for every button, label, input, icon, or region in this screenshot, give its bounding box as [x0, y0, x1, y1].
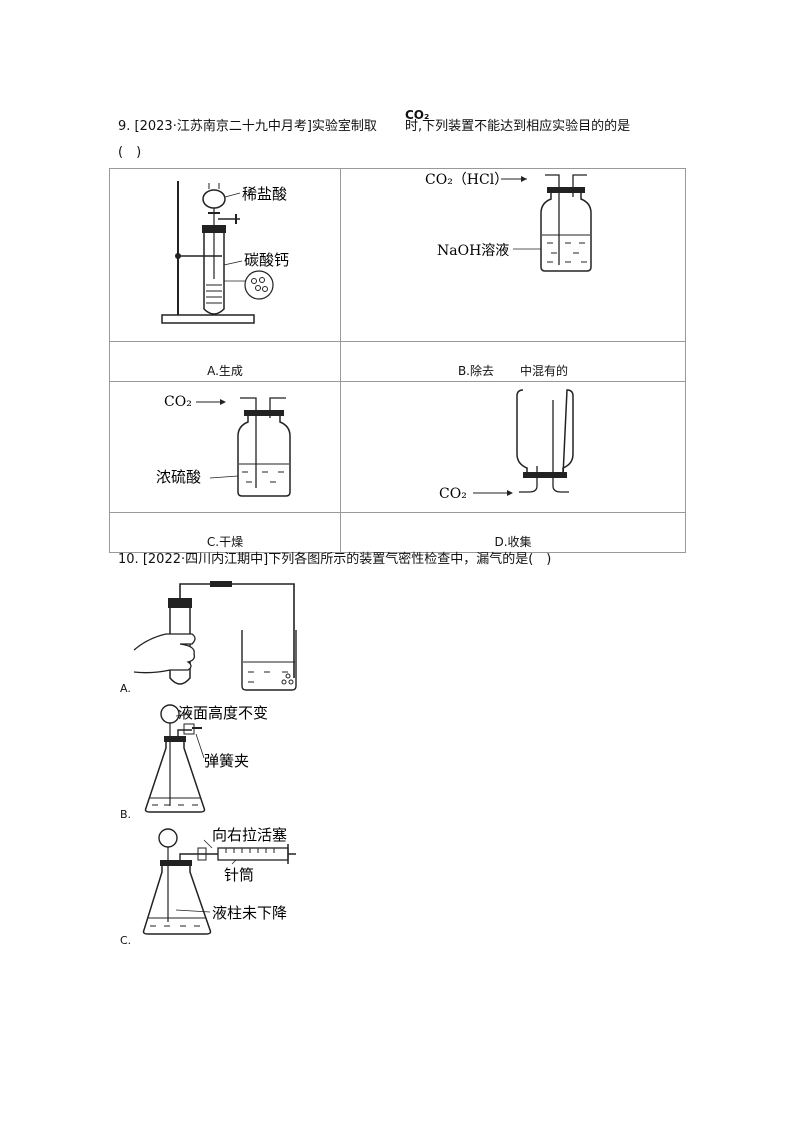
q10-stem: 10. [2022·四川内江期中]下列各图所示的装置气密性检查中，漏气的是( )	[118, 551, 551, 569]
q9-option-b-caption-cell: B.除去 中混有的	[340, 341, 686, 382]
apparatus-d-figure: CO₂	[439, 389, 574, 502]
apparatus-c-figure: CO₂ 浓硫酸	[156, 394, 291, 497]
q9-option-d-figure: CO₂	[340, 381, 686, 513]
label-column-not-drop: 液柱未下降	[212, 904, 287, 922]
apparatus-a-figure: 稀盐酸 碳酸钙	[161, 181, 289, 324]
q9-option-a-caption-cell: A.生成	[109, 341, 341, 382]
label-spring-clamp: 弹簧夹	[204, 752, 249, 770]
label-syringe: 针筒	[224, 866, 254, 884]
q9-option-a-figure: 稀盐酸 碳酸钙	[109, 168, 341, 342]
q9-stem: 9. [2023·江苏南京二十九中月考]实验室制取 时,下列装置不能达到相应实验目…	[118, 118, 630, 136]
q9-option-a-caption: A.生成	[207, 364, 243, 378]
q9-stem-before: 实验室制取	[311, 119, 377, 134]
q9-option-b-figure: CO₂（HCl） NaO	[340, 168, 686, 342]
q10-source: [2022·四川内江期中]	[142, 552, 269, 567]
q9-option-c-caption: C.干燥	[206, 535, 244, 549]
label-dilute-hcl: 稀盐酸	[242, 185, 287, 203]
q9-option-b-caption: B.除去	[457, 364, 495, 378]
q10-apparatus-a-figure	[133, 581, 297, 691]
label-pull-piston: 向右拉活塞	[212, 826, 287, 844]
q10-option-a-letter: A.	[120, 682, 131, 695]
label-level-unchanged: 液面高度不变	[178, 704, 268, 722]
q10-apparatus-c-figure: 向右拉活塞 针筒 液柱未下降	[142, 826, 296, 935]
q10-number: 10.	[118, 552, 139, 567]
q9-option-c-figure: CO₂ 浓硫酸	[109, 381, 341, 513]
q9-answer-blank: ( )	[118, 145, 142, 160]
label-conc-h2so4: 浓硫酸	[156, 468, 201, 486]
q9-stem-after: 时,下列装置不能达到相应实验目的的是	[404, 119, 631, 134]
label-calcium-carbonate: 碳酸钙	[244, 251, 289, 269]
q10-option-b-letter: B.	[120, 808, 132, 821]
q10-stem-text: 下列各图所示的装置气密性检查中，漏气的是( )	[268, 552, 552, 567]
q10-option-c-letter: C.	[120, 934, 132, 947]
q9-source: [2023·江苏南京二十九中月考]	[134, 119, 312, 134]
q9-option-c-caption-cell: C.干燥	[109, 512, 341, 553]
q9-option-d-caption: D.收集	[494, 535, 532, 549]
label-co2-d: CO₂	[439, 486, 467, 502]
q9-number: 9.	[118, 119, 131, 134]
q9-formula: CO₂	[405, 108, 430, 122]
q10-apparatus-b-figure: 液面高度不变 弹簧夹	[144, 704, 268, 813]
label-co2-hcl: CO₂（HCl）	[425, 172, 508, 188]
label-naoh: NaOH溶液	[437, 243, 509, 259]
label-co2-c: CO₂	[164, 394, 192, 410]
q9-option-d-caption-cell: D.收集	[340, 512, 686, 553]
q9-option-b-caption-tail: 中混有的	[520, 364, 569, 378]
apparatus-b-figure: CO₂（HCl） NaO	[425, 172, 592, 272]
q9-options-table: 稀盐酸 碳酸钙 CO₂（HCl）	[109, 168, 686, 553]
